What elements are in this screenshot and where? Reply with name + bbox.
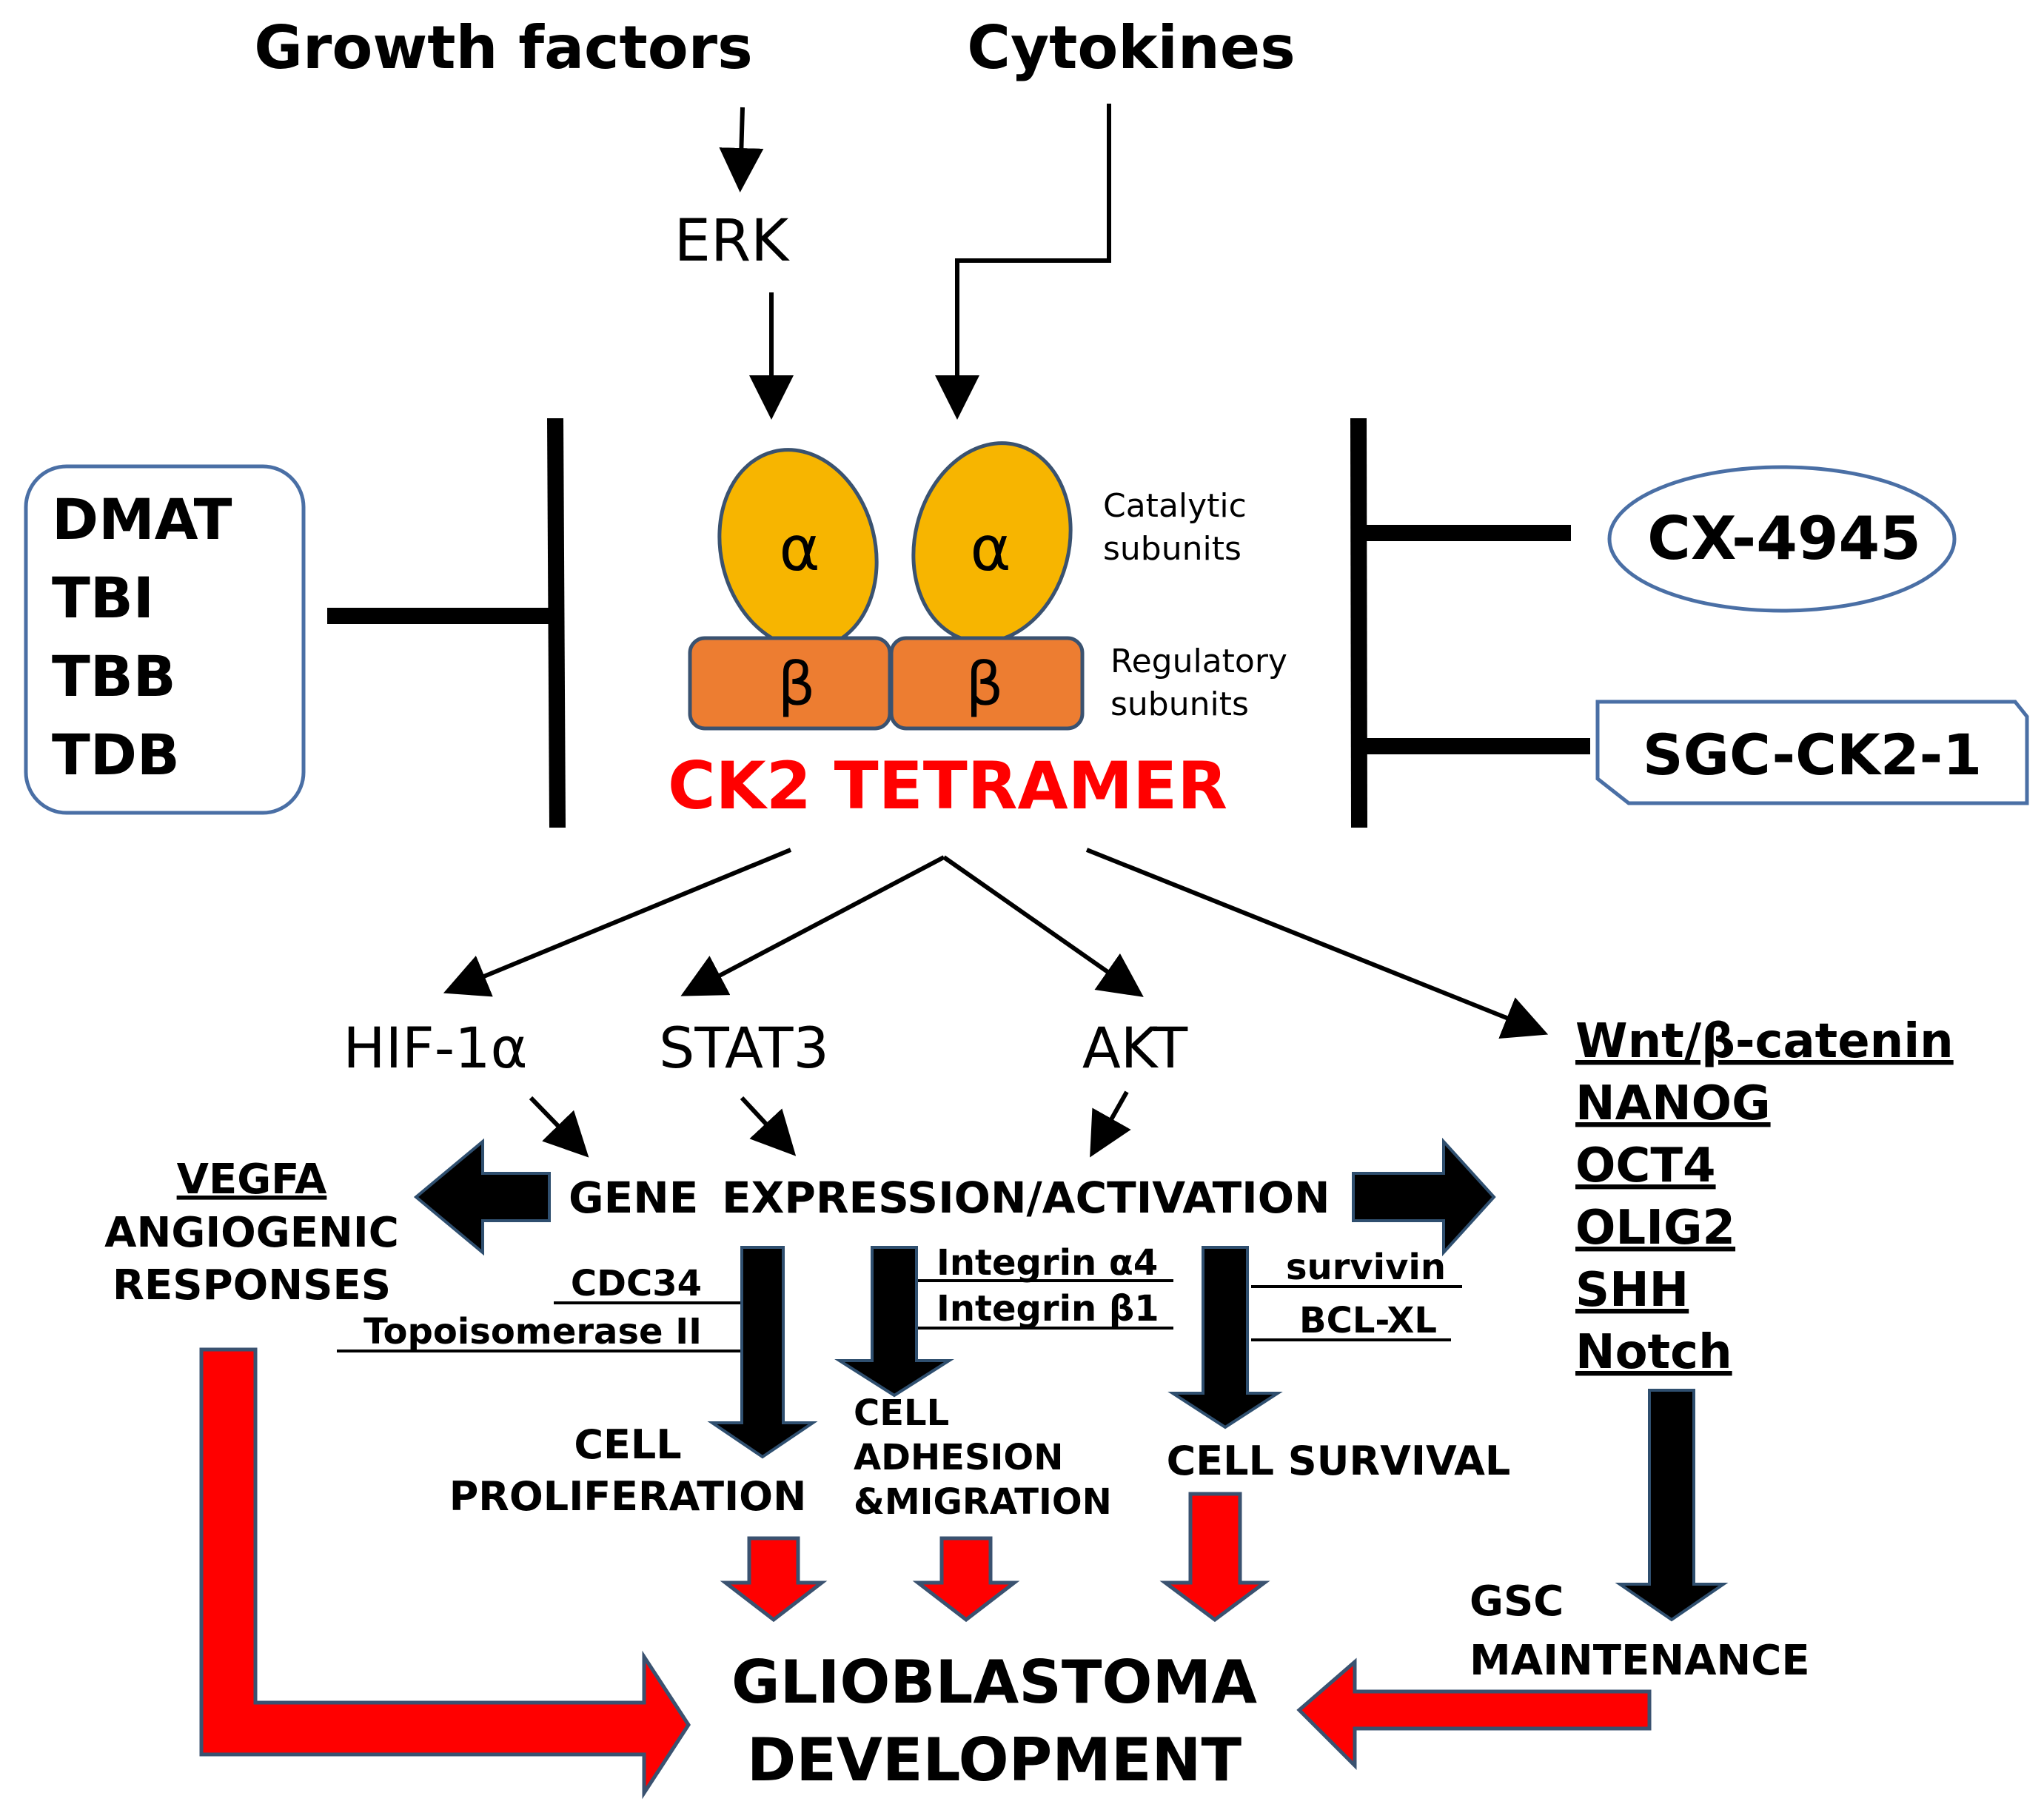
arrow-to-adhesion: [834, 1246, 954, 1398]
arrow-to-stem-genes: [1352, 1137, 1496, 1257]
gene-cdc34: CDC34: [571, 1263, 702, 1304]
left-inhibition-bar: [547, 418, 566, 828]
adhesion-label-1: CELL: [854, 1392, 949, 1434]
stem-gene-wnt: Wnt/β-catenin: [1575, 1014, 1954, 1069]
stem-gene-oct4: OCT4: [1575, 1139, 1716, 1193]
stem-gene-nanog: NANOG: [1575, 1076, 1771, 1131]
stem-gene-olig2: OLIG2: [1575, 1201, 1735, 1255]
red-arrow-survival: [1159, 1492, 1270, 1623]
cell-survival-label: CELL SURVIVAL: [1167, 1438, 1511, 1484]
stem-gene-notch: Notch: [1575, 1325, 1732, 1380]
arrow-to-survival: [1167, 1246, 1283, 1429]
arrow-ck2-to-stem-genes: [1085, 848, 1549, 1039]
inhibitor-dmat: DMAT: [52, 486, 232, 552]
red-arrow-adhesion: [912, 1536, 1020, 1623]
growth-factors-label: Growth factors: [254, 13, 753, 82]
cytokines-label: Cytokines: [967, 13, 1296, 82]
beta-label-right: β: [965, 650, 1003, 719]
development-label: DEVELOPMENT: [747, 1726, 1242, 1794]
responses-label: RESPONSES: [113, 1261, 391, 1310]
inhibitor-tbi: TBI: [52, 565, 154, 631]
arrow-ck2-to-akt: [942, 855, 1144, 997]
adhesion-label-2: ADHESION: [854, 1437, 1063, 1478]
expression-activation-label: EXPRESSION/ACTIVATION: [722, 1173, 1330, 1223]
vegfa-label: VEGFA: [177, 1156, 327, 1204]
sgc-ck2-1-box: [1595, 700, 2029, 805]
gsc-label-2: MAINTENANCE: [1470, 1637, 1810, 1685]
gene-integrin-b1: Integrin β1: [936, 1288, 1159, 1330]
arrow-hif-to-expression: [529, 1096, 589, 1158]
left-inhibitor-box: [24, 464, 306, 815]
beta-subunit-right: [889, 636, 1085, 731]
cx-4945-label: CX-4945: [1647, 504, 1921, 573]
catalytic-label-2: subunits: [1103, 530, 1242, 568]
akt-label: AKT: [1082, 1015, 1188, 1081]
cx-4945-ellipse: [1607, 465, 1957, 613]
arrow-to-gsc: [1615, 1389, 1729, 1622]
arrow-cytokines-to-ck2: [935, 104, 1111, 420]
stem-gene-shh: SHH: [1575, 1263, 1689, 1318]
alpha-label-left: α: [779, 512, 820, 585]
right-inhibition-bar: [1350, 418, 1367, 828]
red-arrow-angiogenic: [199, 1347, 691, 1800]
proliferation-label-1: CELL: [574, 1421, 681, 1468]
red-arrow-proliferation: [720, 1536, 828, 1623]
gsc-label-1: GSC: [1470, 1578, 1564, 1626]
red-arrow-gsc: [1296, 1657, 1652, 1771]
arrow-stat3-to-expression: [740, 1096, 797, 1156]
ck2-tetramer-title: CK2 TETRAMER: [668, 748, 1227, 824]
gene-bcl-xl: BCL-XL: [1299, 1300, 1437, 1341]
beta-label-left: β: [777, 650, 815, 719]
gene-survivin: survivin: [1286, 1247, 1446, 1288]
adhesion-label-3: &MIGRATION: [854, 1481, 1112, 1523]
arrow-akt-to-expression: [1090, 1090, 1131, 1158]
hif-1a-label: HIF-1α: [343, 1015, 527, 1081]
angiogenic-label: ANGIOGENIC: [104, 1209, 399, 1257]
arrow-ck2-to-stat3: [680, 855, 945, 996]
gene-label: GENE: [569, 1173, 698, 1223]
catalytic-label-1: Catalytic: [1103, 487, 1247, 525]
regulatory-label-1: Regulatory: [1110, 643, 1287, 680]
alpha-label-right: α: [970, 512, 1011, 585]
inhibitor-tbb: TBB: [52, 643, 176, 709]
proliferation-label-2: PROLIFERATION: [449, 1473, 807, 1520]
arrow-growth-to-erk: [719, 107, 764, 192]
glioblastoma-label: GLIOBLASTOMA: [731, 1648, 1257, 1717]
inhibitor-tdb: TDB: [52, 722, 180, 788]
gene-topoisomerase-ii: Topoisomerase II: [363, 1311, 702, 1352]
stat3-label: STAT3: [659, 1015, 829, 1081]
arrow-to-proliferation: [707, 1246, 818, 1459]
arrow-ck2-to-hif: [443, 848, 792, 997]
sgc-ck2-1-label: SGC-CK2-1: [1643, 722, 1982, 788]
arrow-to-angiogenic: [413, 1138, 551, 1256]
regulatory-label-2: subunits: [1110, 685, 1249, 723]
gene-integrin-a4: Integrin α4: [936, 1242, 1158, 1284]
erk-label: ERK: [674, 208, 790, 275]
